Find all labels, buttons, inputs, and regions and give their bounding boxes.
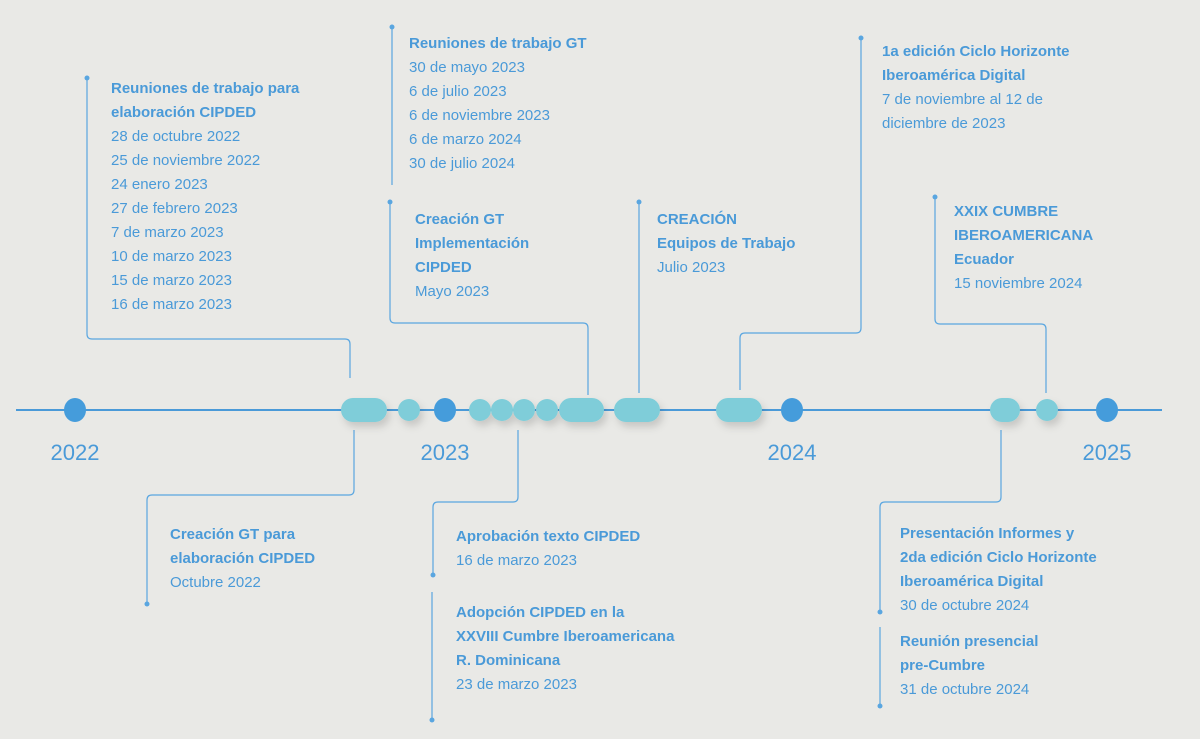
event-title: Presentación Informes y <box>900 525 1075 542</box>
event-date: 27 de febrero 2023 <box>111 200 238 217</box>
connector-end-dot <box>387 199 393 205</box>
event-date: 15 de marzo 2023 <box>111 272 232 289</box>
event-marker <box>398 399 420 421</box>
connector-end-dot <box>430 572 436 578</box>
event-marker <box>559 398 604 422</box>
year-label: 2024 <box>767 440 817 465</box>
event-date: 6 de julio 2023 <box>409 83 507 100</box>
event-title: Iberoamérica Digital <box>900 573 1044 590</box>
event-title: Implementación <box>415 235 530 252</box>
event-date: 30 de julio 2024 <box>409 155 515 172</box>
year-dot <box>434 398 456 422</box>
event-marker <box>513 399 535 421</box>
event-title: Equipos de Trabajo <box>657 235 796 252</box>
event-block: Presentación Informes y 2da edición Ciclo… <box>900 522 1097 618</box>
event-marker <box>614 398 660 422</box>
event-title: XXVIII Cumbre Iberoamericana <box>456 628 675 645</box>
connector-end-dot <box>429 717 435 723</box>
connector-end-dot <box>858 35 864 41</box>
event-title: Iberoamérica Digital <box>882 67 1026 84</box>
event-title: Aprobación texto CIPDED <box>456 528 641 545</box>
event-date: 31 de octubre 2024 <box>900 681 1030 698</box>
connector-end-dot <box>877 703 883 709</box>
event-title: elaboración CIPDED <box>170 550 316 567</box>
event-block: Aprobación texto CIPDED 16 de marzo 2023 <box>456 525 640 573</box>
event-date: 6 de noviembre 2023 <box>409 107 550 124</box>
event-title: elaboración CIPDED <box>111 104 257 121</box>
event-marker <box>469 399 491 421</box>
event-marker <box>990 398 1020 422</box>
year-label: 2023 <box>420 440 470 465</box>
event-title: CIPDED <box>415 259 472 276</box>
connector <box>146 430 355 604</box>
event-title: XXIX CUMBRE <box>954 203 1059 220</box>
connector-end-dot <box>389 24 395 30</box>
year-label: 2025 <box>1082 440 1132 465</box>
connector <box>432 430 519 575</box>
event-date: 23 de marzo 2023 <box>456 676 577 693</box>
connector-end-dot <box>84 75 90 81</box>
event-marker <box>536 399 558 421</box>
event-date: 15 noviembre 2024 <box>954 275 1083 292</box>
event-date: 30 de octubre 2024 <box>900 597 1030 614</box>
event-date: 16 de marzo 2023 <box>111 296 232 313</box>
event-block: XXIX CUMBRE IBEROAMERICANA Ecuador 15 novie… <box>954 200 1093 296</box>
event-date: 28 de octubre 2022 <box>111 128 241 145</box>
connector <box>739 38 862 390</box>
connector <box>934 197 1047 393</box>
connector-end-dot <box>877 609 883 615</box>
event-date: Octubre 2022 <box>170 574 261 591</box>
event-block: Reuniones de trabajo para elaboración CIP… <box>111 77 299 317</box>
event-title: Ecuador <box>954 251 1015 268</box>
event-title: Creación GT <box>415 211 505 228</box>
event-date: 16 de marzo 2023 <box>456 552 577 569</box>
event-marker <box>716 398 762 422</box>
event-marker <box>341 398 387 422</box>
event-date: 24 enero 2023 <box>111 176 208 193</box>
event-date: 7 de noviembre al 12 de <box>882 91 1043 108</box>
event-title: Reuniones de trabajo para <box>111 80 300 97</box>
event-title: Reuniones de trabajo GT <box>409 35 587 52</box>
event-date: 6 de marzo 2024 <box>409 131 522 148</box>
event-date: 10 de marzo 2023 <box>111 248 232 265</box>
event-title: IBEROAMERICANA <box>954 227 1094 244</box>
event-block: Reuniones de trabajo GT 30 de mayo 2023 6 … <box>409 32 587 176</box>
event-date: Mayo 2023 <box>415 283 490 300</box>
event-block: Creación GT para elaboración CIPDED Octubr… <box>170 523 315 595</box>
event-title: Creación GT para <box>170 526 296 543</box>
event-block: Adopción CIPDED en la XXVIII Cumbre Ibero… <box>456 601 674 697</box>
year-dot <box>781 398 803 422</box>
event-marker <box>1036 399 1058 421</box>
event-marker <box>491 399 513 421</box>
connector <box>389 202 589 395</box>
event-title: CREACIÓN <box>657 211 738 228</box>
connector-end-dot <box>636 199 642 205</box>
event-date: 30 de mayo 2023 <box>409 59 525 76</box>
event-title: Adopción CIPDED en la <box>456 604 625 621</box>
event-date: 25 de noviembre 2022 <box>111 152 261 169</box>
connector-end-dot <box>932 194 938 200</box>
connector-end-dot <box>144 601 150 607</box>
event-title: R. Dominicana <box>456 652 561 669</box>
year-label: 2022 <box>50 440 100 465</box>
event-block: Reunión presencial pre-Cumbre 31 de octubr… <box>900 630 1038 702</box>
event-date: diciembre de 2023 <box>882 115 1006 132</box>
connector <box>86 78 351 378</box>
event-title: Reunión presencial <box>900 633 1039 650</box>
event-date: 7 de marzo 2023 <box>111 224 224 241</box>
year-dot <box>64 398 86 422</box>
connector <box>879 430 1002 612</box>
year-dot <box>1096 398 1118 422</box>
event-title: pre-Cumbre <box>900 657 986 674</box>
event-title: 2da edición Ciclo Horizonte <box>900 549 1097 566</box>
event-title: 1a edición Ciclo Horizonte <box>882 43 1070 60</box>
event-date: Julio 2023 <box>657 259 726 276</box>
